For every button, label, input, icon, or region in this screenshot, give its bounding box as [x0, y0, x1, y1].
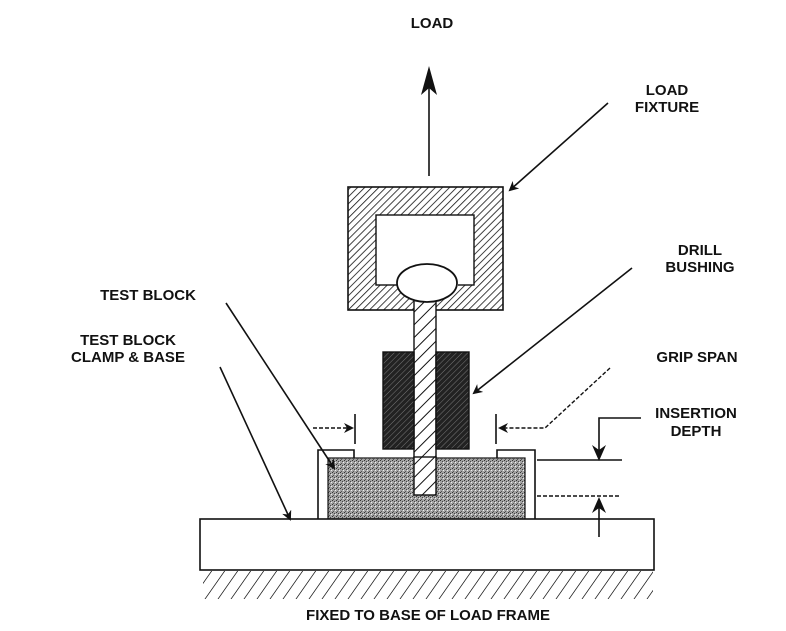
ground-hatch: [203, 571, 653, 599]
drill-bushing-leader: [472, 267, 633, 395]
load-arrow-icon: [421, 66, 437, 176]
load-title: LOAD: [411, 15, 454, 32]
screw-head: [396, 263, 458, 303]
load-fixture-label-1: LOAD: [646, 82, 689, 99]
clamp-label-2: CLAMP & BASE: [71, 349, 185, 366]
base-plate: [199, 518, 655, 571]
test-block-leader: [225, 302, 336, 470]
test-block: [327, 456, 526, 520]
insertion-depth-dimension: [537, 417, 641, 537]
drill-bushing-label-1: DRILL: [678, 242, 722, 259]
insertion-depth-label-1: INSERTION: [655, 405, 737, 422]
load-fixture-label-2: FIXTURE: [635, 99, 699, 116]
grip-span-dimension: [313, 367, 611, 444]
grip-span-label: GRIP SPAN: [656, 349, 737, 366]
drill-bushing-label-2: BUSHING: [665, 259, 734, 276]
clamp-leader: [219, 366, 292, 521]
clamp-left: [317, 449, 355, 519]
insertion-depth-label-2: DEPTH: [671, 423, 722, 440]
clamp-label-1: TEST BLOCK: [80, 332, 176, 349]
drill-bushing: [382, 351, 470, 450]
test-block-label: TEST BLOCK: [100, 287, 196, 304]
clamp-right: [496, 449, 536, 519]
base-caption: FIXED TO BASE OF LOAD FRAME: [306, 607, 550, 624]
load-fixture-leader: [508, 102, 609, 192]
